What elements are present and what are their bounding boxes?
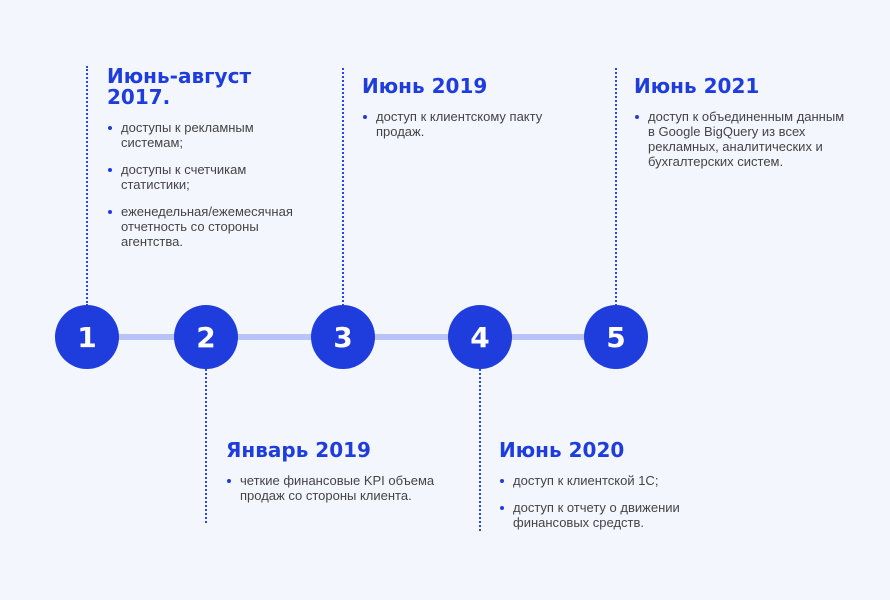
step-circle-3: 3 <box>311 305 375 369</box>
list-item: доступ к клиентскому пакту продаж. <box>362 109 582 139</box>
step-circle-1: 1 <box>55 305 119 369</box>
step-circle-4: 4 <box>448 305 512 369</box>
list-item: четкие финансовые KPI объема продаж со с… <box>226 473 456 503</box>
step-block-4: Июнь 2020 доступ к клиентской 1С; доступ… <box>499 440 719 542</box>
list-item: доступ к отчету о движении финансовых ср… <box>499 500 713 530</box>
step-title: Июнь 2020 <box>499 438 625 462</box>
list-item: доступы к счетчикам статистики; <box>107 162 271 192</box>
step-block-5: Июнь 2021 доступ к объединенным данным в… <box>634 76 844 181</box>
step-block-1: Июнь-август 2017. доступы к рекламным си… <box>107 66 322 261</box>
list-item: доступ к объединенным данным в Google Bi… <box>634 109 848 169</box>
connector-3 <box>342 68 344 306</box>
connector-4 <box>479 369 481 531</box>
step-title: Июнь 2021 <box>634 74 760 98</box>
step-title: Январь 2019 <box>226 438 371 462</box>
step-block-2: Январь 2019 четкие финансовые KPI объема… <box>226 440 456 515</box>
step-block-3: Июнь 2019 доступ к клиентскому пакту про… <box>362 76 582 151</box>
connector-2 <box>205 369 207 523</box>
connector-1 <box>86 66 88 306</box>
step-circle-5: 5 <box>584 305 648 369</box>
step-title: Июнь 2019 <box>362 74 488 98</box>
list-item: доступы к рекламным системам; <box>107 120 271 150</box>
step-title: Июнь-август 2017. <box>107 64 252 109</box>
step-circle-2: 2 <box>174 305 238 369</box>
list-item: еженедельная/ежемесячная отчетность со с… <box>107 204 322 249</box>
connector-5 <box>615 68 617 306</box>
list-item: доступ к клиентской 1С; <box>499 473 719 488</box>
